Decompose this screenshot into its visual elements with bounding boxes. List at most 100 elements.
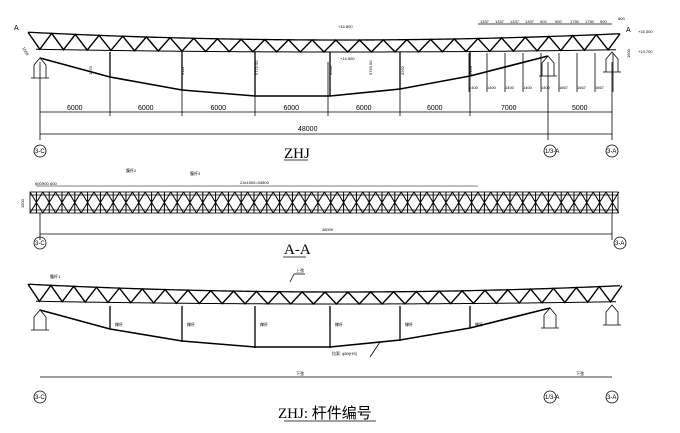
cable-3 [39, 307, 551, 348]
vertical-dim: 1870 [88, 65, 93, 75]
bracing [144, 191, 159, 214]
section-marker-right: A [626, 27, 631, 34]
vertical-dim: 2123 [468, 65, 473, 75]
label-web-1: 腹杆1 [50, 273, 61, 279]
bracing [247, 191, 261, 214]
strut-label: 撑杆 [335, 321, 343, 327]
strut-label: 撑杆 [115, 321, 123, 327]
bracing [400, 191, 415, 214]
bracing [42, 191, 57, 214]
bracing [426, 191, 441, 214]
strut-label: 撑杆 [475, 321, 483, 327]
title-a-a: A-A [284, 242, 311, 258]
bracing [234, 191, 249, 214]
bracing [567, 191, 581, 214]
axis-label: 3-A [607, 395, 616, 401]
bracing [413, 191, 428, 214]
bracing [119, 191, 133, 214]
bracing [67, 191, 82, 214]
bottom-spacing-dim: 1400 [523, 85, 533, 90]
axis-label: 1/3-A [545, 149, 559, 155]
axis-circle [543, 390, 557, 404]
bracing [208, 191, 223, 214]
bracing [157, 191, 172, 214]
truss-1 [27, 31, 621, 79]
bottom-spacing-dim: 1400 [541, 85, 551, 90]
bracing [515, 191, 530, 214]
elev-right-bottom: +13.700 [638, 49, 653, 54]
axis-label: 3-C [35, 395, 45, 401]
bracing [285, 191, 300, 214]
plan-bracing [29, 191, 620, 214]
label-top-chord: 上弦 [296, 267, 304, 273]
bracing [195, 191, 210, 214]
bracing [93, 191, 108, 214]
left-depth: 1500 [21, 46, 30, 57]
top-spacing-dim: 1337 [480, 19, 490, 24]
axis-circle [33, 390, 47, 404]
axis-markers-1: 3-C 1/3-A 3-A [33, 144, 619, 158]
spacer [28, 284, 622, 285]
vertical-dim: 5775.50 [254, 60, 259, 75]
axis-circle [613, 236, 627, 250]
plan-a-a: 23x1500=34500 600 900 600 1500 腹杆2 腹杆3 4… [20, 167, 627, 258]
bottom-chord [35, 48, 617, 53]
bracing [221, 191, 236, 214]
bracing [375, 191, 389, 214]
top-spacing-dim: 1337 [510, 19, 520, 24]
span-dim: 6000 [427, 105, 443, 112]
total-dim: 48000 [298, 126, 318, 133]
right-depth: 1600 [626, 48, 631, 58]
bottom-spacing-dim: 1400 [487, 85, 497, 90]
bottom-spacing-dim: 1667 [595, 85, 605, 90]
axis-label: 3-C [35, 241, 45, 247]
axis-circle [605, 390, 619, 404]
top-spacing-dim: 900 [540, 19, 547, 24]
top-spacing-dim: 1750 [585, 19, 595, 24]
strut-label: 撑杆 [187, 321, 195, 327]
web-members [27, 31, 621, 53]
top-spacing-dim: 1337 [525, 19, 535, 24]
axis-label: 3-C [35, 149, 45, 155]
bracing [336, 191, 351, 214]
label-web-3: 腹杆3 [190, 170, 201, 176]
axis-label: 1/3-A [545, 395, 559, 401]
span-dim: 6000 [211, 105, 227, 112]
bracing [259, 191, 274, 214]
truss-3 [27, 283, 623, 331]
bracing [298, 191, 313, 214]
section-marker: A [14, 25, 19, 32]
bracing [170, 191, 185, 214]
bracing [272, 191, 287, 214]
bottom-spacing-dim: 1667 [577, 85, 587, 90]
axis-label: 3-A [607, 149, 616, 155]
top-spacing-dim: 1337 [495, 19, 505, 24]
axis-markers-3: 3-C 1/3-A 3-A [33, 390, 619, 404]
axis-circle [543, 144, 557, 158]
title-members: ZHJ: 杆件编号 [278, 405, 372, 422]
axis-circle [33, 236, 47, 250]
elev-top-mid: +15.800 [338, 24, 353, 29]
bracing [554, 191, 569, 214]
bracing [439, 191, 453, 214]
strut-label: 撑杆 [405, 321, 413, 327]
bracing [605, 191, 620, 214]
bracing [464, 191, 479, 214]
spacer [28, 32, 620, 34]
vertical-dim: 5763.50 [368, 60, 373, 75]
web-members [27, 283, 623, 306]
bracing [541, 191, 556, 214]
bottom-spacing-dim: 1400 [505, 85, 515, 90]
top-spacing-dim: 1750 [570, 19, 580, 24]
bracing [29, 191, 44, 214]
bracing [311, 191, 325, 214]
member-numbering: 撑杆撑杆撑杆撑杆撑杆撑杆 下弦 下弦 腹杆1 上弦 拉索: ϕ50(HS) ZH… [27, 267, 623, 422]
plan-depth: 1500 [20, 198, 25, 208]
bracing [55, 191, 69, 214]
bracing [528, 191, 543, 214]
bottom-cable [39, 55, 549, 97]
bracing [387, 191, 402, 214]
bottom-chord [35, 300, 617, 305]
